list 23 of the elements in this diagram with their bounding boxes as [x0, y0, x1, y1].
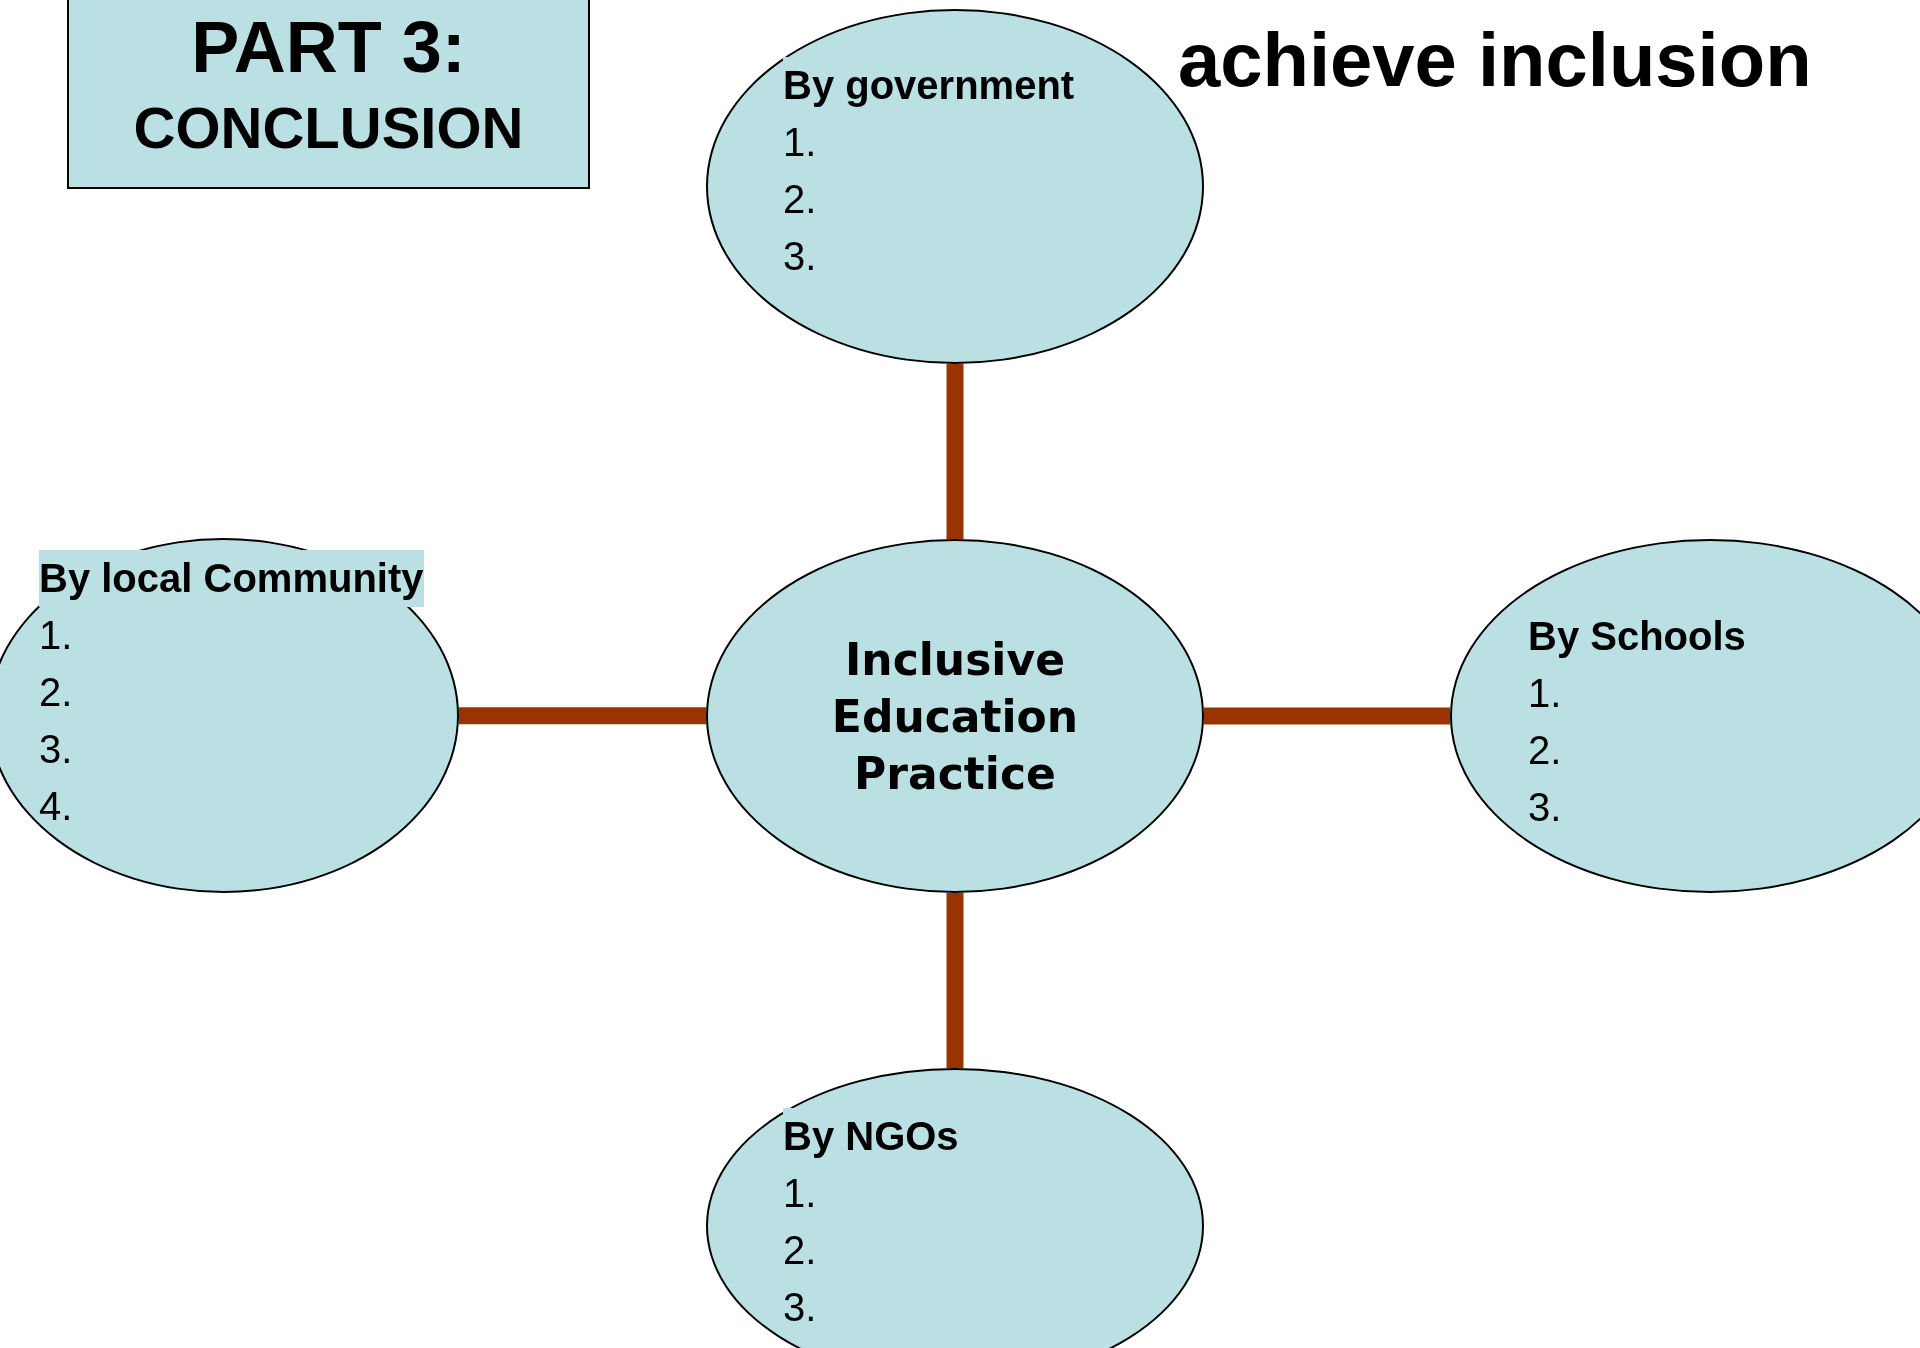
connector-bar [946, 893, 964, 1068]
list-number: 1. [783, 1170, 817, 1217]
list-number: 3. [39, 726, 73, 773]
list-number: 1. [39, 612, 73, 659]
center-label: Inclusive Education Practice [830, 632, 1080, 801]
connector-bar [946, 364, 964, 539]
list-number: 1. [783, 119, 817, 166]
connector-bar [459, 707, 706, 725]
list-number: 3. [1528, 784, 1562, 831]
list-number: 3. [783, 233, 817, 280]
list-number: 2. [783, 1227, 817, 1274]
list-number: 2. [783, 176, 817, 223]
list-number: 1. [1528, 670, 1562, 717]
heading-text: CONCLUSION [133, 94, 524, 162]
list-number: 4. [39, 783, 73, 830]
heading-text: PART 3: [191, 6, 466, 89]
list-number: 2. [1528, 727, 1562, 774]
list-number: 3. [783, 1284, 817, 1331]
slide-title: achieve inclusion [1178, 22, 1812, 98]
list-number: 2. [39, 669, 73, 716]
group-heading: By local Community [39, 550, 424, 607]
connector-bar [1204, 707, 1450, 725]
title-box [67, 0, 590, 189]
